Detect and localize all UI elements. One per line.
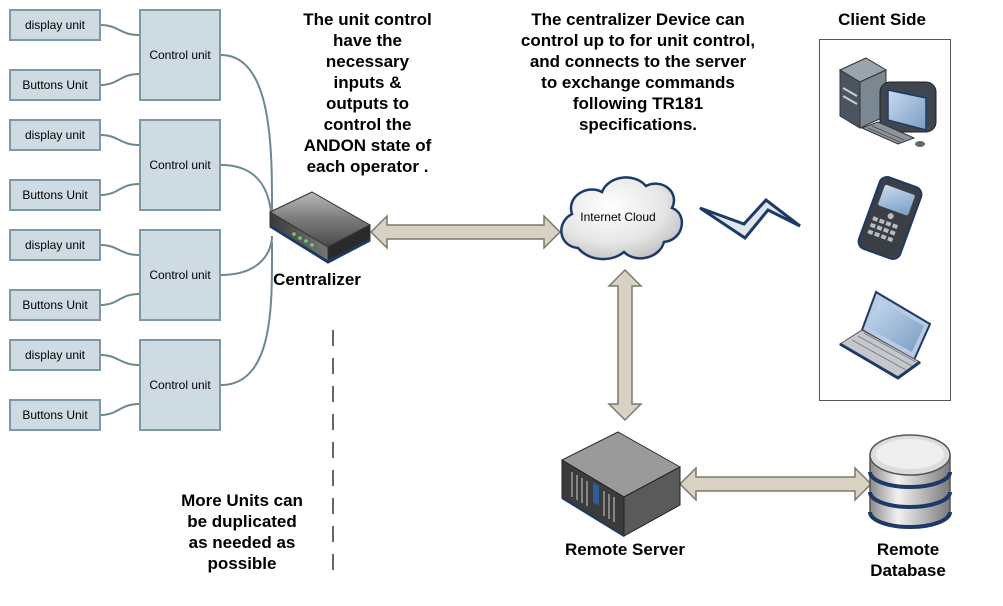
remote-database-icon bbox=[868, 434, 952, 529]
unit-control-note: The unit control have the necessary inpu… bbox=[303, 10, 432, 176]
buttons-link-4 bbox=[100, 403, 140, 416]
server-database-arrow bbox=[678, 466, 873, 502]
display-unit-3: display unit bbox=[9, 229, 101, 261]
control-link-1 bbox=[220, 54, 274, 223]
buttons-unit-4: Buttons Unit bbox=[9, 399, 101, 431]
control-link-4 bbox=[220, 241, 274, 386]
display-link-2 bbox=[100, 134, 140, 146]
control-link-3 bbox=[220, 235, 273, 276]
client-side-title: Client Side bbox=[838, 10, 926, 29]
buttons-unit-3: Buttons Unit bbox=[9, 289, 101, 321]
centralizer-label: Centralizer bbox=[273, 270, 361, 289]
display-link-4 bbox=[100, 354, 140, 366]
display-unit-4: display unit bbox=[9, 339, 101, 371]
control-unit-3: Control unit bbox=[139, 229, 221, 321]
centralizer-icon bbox=[268, 191, 372, 264]
control-unit-1: Control unit bbox=[139, 9, 221, 101]
more-units-note: More Units can be duplicated as needed a… bbox=[181, 491, 303, 573]
remote-database-label: Remote Database bbox=[870, 540, 946, 580]
mobile-phone-icon bbox=[857, 176, 923, 260]
desktop-computer-icon bbox=[838, 57, 937, 147]
display-link-3 bbox=[100, 244, 140, 256]
buttons-unit-2: Buttons Unit bbox=[9, 179, 101, 211]
centralizer-note: The centralizer Device can control up to… bbox=[520, 10, 756, 134]
remote-server-label: Remote Server bbox=[564, 540, 685, 559]
centralizer-cloud-arrow bbox=[369, 214, 562, 250]
laptop-icon bbox=[839, 290, 932, 380]
wireless-link-icon bbox=[699, 197, 801, 241]
buttons-link-3 bbox=[100, 293, 140, 306]
control-unit-4: Control unit bbox=[139, 339, 221, 431]
display-link-1 bbox=[100, 24, 140, 36]
internet-cloud-label: Internet Cloud bbox=[580, 210, 656, 224]
internet-cloud-icon bbox=[560, 176, 684, 261]
buttons-link-2 bbox=[100, 183, 140, 196]
display-unit-1: display unit bbox=[9, 9, 101, 41]
cloud-server-arrow bbox=[607, 268, 643, 422]
control-unit-2: Control unit bbox=[139, 119, 221, 211]
buttons-unit-1: Buttons Unit bbox=[9, 69, 101, 101]
display-unit-2: display unit bbox=[9, 119, 101, 151]
buttons-link-1 bbox=[100, 73, 140, 86]
remote-server-icon bbox=[560, 431, 682, 537]
